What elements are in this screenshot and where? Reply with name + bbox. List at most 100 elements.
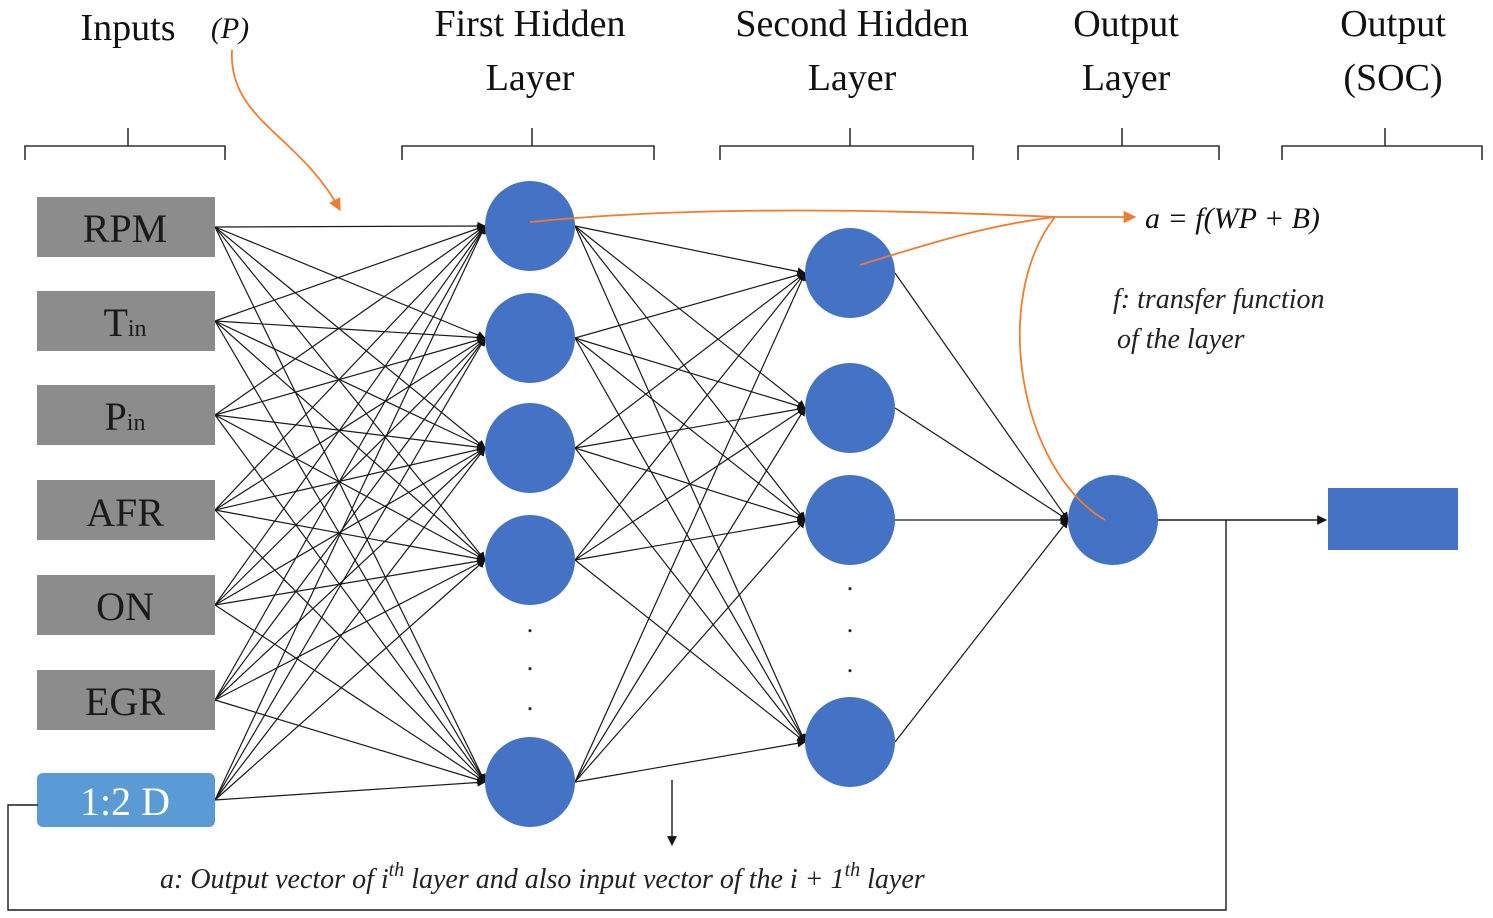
hidden2-header-line2: Layer [808,57,897,99]
delay-input-box [37,773,215,827]
soc-output-box [1328,488,1458,550]
edge-input-to-hidden1 [214,559,486,801]
output-layer-header-line2: Layer [1082,57,1171,99]
hidden2-to-equation-curve [859,216,1056,266]
hidden1-header-line1: First Hidden [434,3,625,45]
edge-input-to-hidden1 [214,320,486,449]
edge-hidden1-to-hidden2 [574,739,806,783]
output-header-line2: (SOC) [1343,57,1442,99]
edge-input-to-hidden1 [214,414,486,561]
edge-input-to-hidden1 [214,337,486,801]
hidden2-header-line1: Second Hidden [735,3,968,45]
edge-input-to-hidden1 [214,414,486,783]
output-header-line1: Output [1340,3,1446,45]
output-layer-header-line1: Output [1073,3,1179,45]
hidden2-neuron [805,475,895,565]
edge-hidden1-to-hidden2 [574,225,806,276]
hidden2-neuron [805,228,895,318]
edge-input-to-hidden1 [214,226,486,340]
edge-hidden2-to-output [894,519,1069,743]
output-links [7,515,1327,911]
edge-hidden1-to-hidden2 [574,272,806,783]
input-box [37,480,215,540]
edge-input-to-hidden1 [214,509,486,783]
edge-input-to-hidden1 [214,225,486,511]
edge-input-to-hidden1 [214,221,486,231]
edge-input-to-hidden1 [214,224,486,322]
nodes [37,181,1158,827]
hidden1-neuron [485,181,575,271]
edge-hidden2-to-output [894,272,1069,521]
hidden1-to-equation-curve [529,209,1056,223]
delay-input-label: 1:2 D [80,779,170,824]
edge-input-to-hidden1 [214,447,486,701]
edge-input-to-hidden1 [214,778,486,801]
edge-input-to-hidden1 [214,557,486,606]
edge-input-to-hidden1 [214,320,486,342]
input-labels: RPM Tin Pin AFR ON EGR 1:2 D [80,206,170,824]
input-label-pin: Pin [105,394,146,439]
edge-input-to-hidden1 [214,337,486,701]
input-box [37,670,215,730]
edge-input-to-hidden1 [214,336,486,416]
input-box [37,385,215,445]
hidden1-ellipsis-dot: . [527,609,534,638]
input-label-afr: AFR [86,490,164,535]
edge-hidden1-to-hidden2 [574,517,806,561]
input-box [37,575,215,635]
hidden1-brace [401,128,655,160]
edge-input-to-hidden1 [214,226,486,783]
edge-hidden1-to-hidden2 [574,407,806,561]
edge-input-to-hidden1 [214,337,486,511]
hidden2-brace [719,128,974,160]
hidden2-neuron [805,697,895,787]
edge-input-to-hidden1 [214,225,486,606]
transfer-function-note-line1: f: transfer function [1113,284,1325,315]
hidden2-neuron [805,363,895,453]
hidden1-header-line2: Layer [486,57,575,99]
hidden1-neuron [485,737,575,827]
layer-equation: a = f(WP + B) [1145,202,1320,235]
edge-input-to-hidden1 [214,604,486,783]
transfer-function-note-line2: of the layer [1117,324,1245,355]
input-label-on: ON [96,584,154,629]
hidden2-ellipsis-dot: . [847,609,854,638]
hidden1-neuron [485,403,575,493]
inputs-symbol: (P) [211,12,249,45]
header-braces [24,128,1483,160]
feedback-loop-line [7,520,1227,911]
edge-hidden1-to-hidden2 [574,407,806,783]
hidden2-ellipsis-dot: . [847,567,854,596]
edge-input-to-hidden1 [214,559,486,701]
inputs-brace [24,128,226,160]
edge-input-to-hidden1 [214,445,486,511]
input-label-tin: Tin [103,300,146,345]
edge-input-to-hidden1 [214,337,486,606]
edge-hidden1-to-hidden2 [574,272,806,449]
edge-hidden1-to-hidden2 [574,519,806,783]
output-brace [1281,128,1483,160]
edge-hidden1-to-hidden2 [574,337,806,410]
edge-hidden1-to-hidden2 [574,271,806,339]
edge-input-to-hidden1 [214,226,486,449]
edge-input-to-hidden1 [214,699,486,784]
annotation-curves [231,49,1137,521]
hidden1-ellipsis-dot: . [527,687,534,716]
output-to-equation-curve [1019,216,1106,521]
edge-input-to-hidden1 [214,225,486,801]
inputs-symbol-arrow [231,49,341,212]
edge-hidden1-to-hidden2 [574,405,806,449]
hidden2-ellipsis-dot: . [847,649,854,678]
edge-input-to-hidden1 [214,225,486,416]
output-layer-brace [1017,128,1220,160]
column-headers: Inputs (P) First Hidden Layer Second Hid… [81,3,1447,99]
input-label-egr: EGR [85,679,165,724]
edge-input-to-hidden1 [214,320,486,783]
output-neuron [1068,475,1158,565]
edge-hidden1-to-hidden2 [574,272,806,561]
edge-input-to-hidden1 [214,414,486,452]
output-vector-note: a: Output vector of ith layer and also i… [160,859,925,895]
edge-hidden1-to-hidden2 [574,337,806,521]
hidden1-ellipsis-dot: . [527,647,534,676]
